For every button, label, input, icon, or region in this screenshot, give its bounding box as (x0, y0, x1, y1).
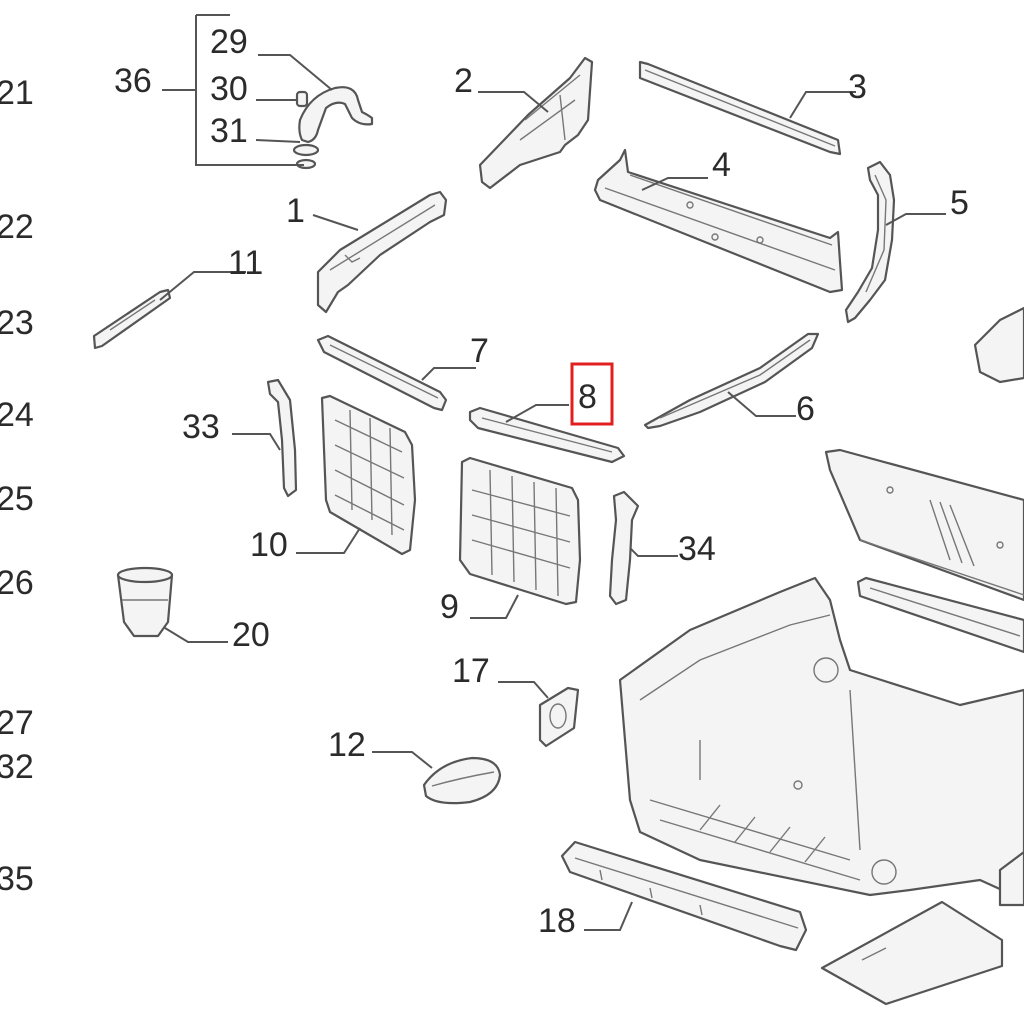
part-2-bracket (478, 56, 594, 190)
part-6-strip (643, 332, 820, 430)
callout-34[interactable]: 34 (678, 530, 716, 568)
callout-6[interactable]: 6 (796, 390, 815, 428)
callout-33[interactable]: 33 (182, 408, 220, 446)
right-edge-part (973, 306, 1024, 384)
part-34-strip (608, 490, 640, 606)
callout-12[interactable]: 12 (328, 726, 366, 764)
part-3-rail (638, 60, 842, 156)
part-1-bracket (316, 190, 448, 314)
callout-29[interactable]: 29 (210, 23, 248, 61)
callout-20[interactable]: 20 (232, 616, 270, 654)
part-20-cup (116, 566, 174, 638)
callout-17[interactable]: 17 (452, 652, 490, 690)
floor-pan (618, 576, 1024, 902)
margin-number-23: 23 (0, 304, 34, 342)
bottom-right-bracket (998, 850, 1024, 907)
callout-10[interactable]: 10 (250, 526, 288, 564)
callout-1[interactable]: 1 (286, 192, 305, 230)
margin-number-21: 21 (0, 74, 34, 112)
margin-number-32: 32 (0, 748, 34, 786)
part-18-beam (560, 840, 808, 952)
callout-9[interactable]: 9 (440, 588, 459, 626)
part-7-strip (316, 334, 448, 412)
callout-31[interactable]: 31 (210, 112, 248, 150)
part-12-cap (422, 756, 502, 805)
part-17-bracket (538, 686, 580, 748)
margin-number-22: 22 (0, 208, 34, 246)
margin-number-35: 35 (0, 860, 34, 898)
callout-7[interactable]: 7 (470, 332, 489, 370)
margin-number-25: 25 (0, 480, 34, 518)
callout-2[interactable]: 2 (454, 62, 473, 100)
part-9-panel (458, 456, 582, 606)
callout-3[interactable]: 3 (848, 68, 867, 106)
callout-18[interactable]: 18 (538, 902, 576, 940)
margin-number-26: 26 (0, 564, 34, 602)
callout-30[interactable]: 30 (210, 70, 248, 108)
rear-panel (824, 448, 1024, 602)
bottom-right-mat (820, 900, 1004, 1006)
margin-numbers: 21 22 23 24 25 26 27 32 35 (0, 74, 34, 898)
margin-number-27: 27 (0, 704, 34, 742)
side-strip (856, 576, 1024, 654)
part-8-strip (468, 406, 626, 464)
highlight-box (570, 362, 614, 426)
callout-36[interactable]: 36 (114, 62, 152, 100)
leader-lines (159, 14, 946, 931)
part-33-strip (266, 378, 298, 498)
part-4-cross-member (593, 148, 844, 294)
callout-4[interactable]: 4 (712, 146, 731, 184)
callout-labels: 29 30 31 36 2 3 4 5 1 11 7 8 6 33 10 34 … (114, 23, 969, 940)
part-11-bar (92, 288, 172, 350)
callout-8[interactable]: 8 (578, 378, 597, 416)
margin-number-24: 24 (0, 396, 34, 434)
part-5-pillar (844, 160, 896, 324)
callout-11[interactable]: 11 (228, 244, 263, 282)
callout-5[interactable]: 5 (950, 184, 969, 222)
part-10-panel (320, 394, 417, 556)
part-29-30-31-hose-group (292, 86, 374, 170)
